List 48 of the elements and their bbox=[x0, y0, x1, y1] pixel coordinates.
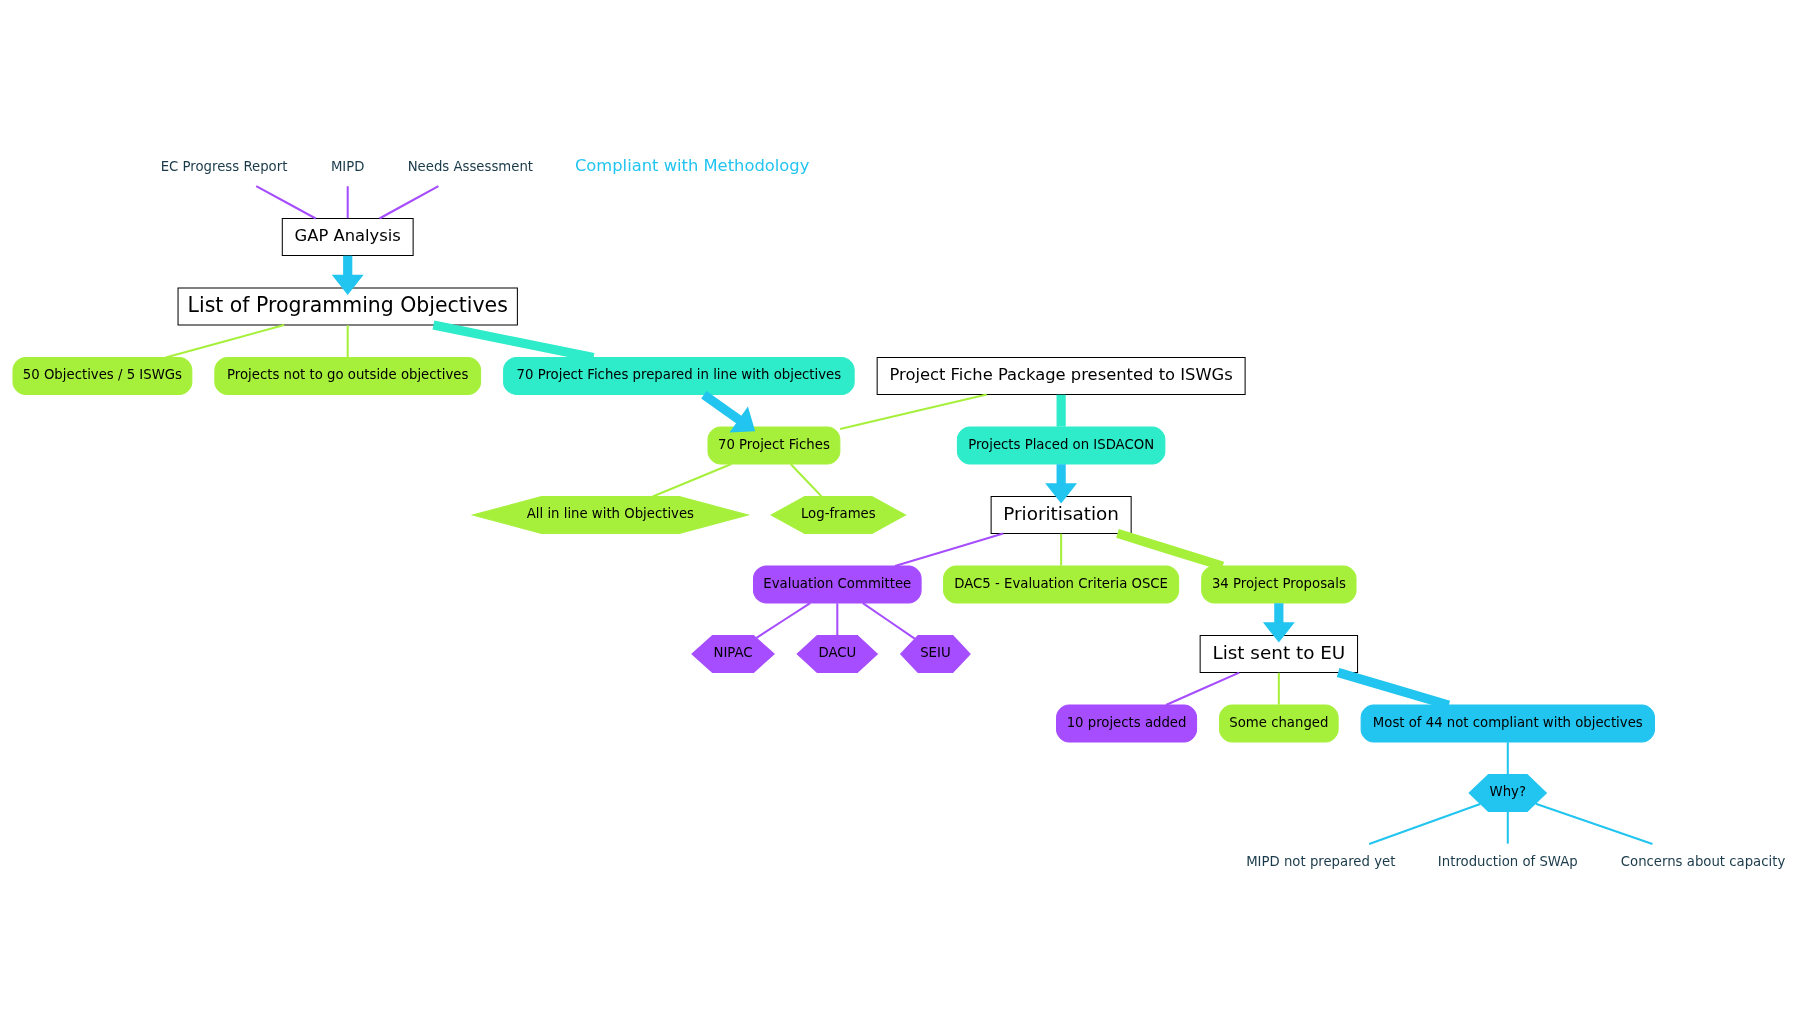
node-text: Concerns about capacity bbox=[1620, 853, 1786, 869]
arrow bbox=[331, 255, 364, 295]
connector bbox=[790, 463, 823, 497]
connector bbox=[346, 324, 349, 357]
node-box: 50 Objectives / 5 ISWGs bbox=[12, 356, 193, 395]
label: Compliant with Methodology bbox=[574, 155, 810, 175]
node-box: 70 Project Fiches bbox=[707, 426, 841, 464]
connector bbox=[1506, 741, 1509, 774]
connector bbox=[862, 601, 916, 640]
connector bbox=[1060, 533, 1063, 566]
node-box: Most of 44 not compliant with objectives bbox=[1360, 704, 1655, 742]
connector bbox=[836, 602, 839, 635]
connector bbox=[1368, 802, 1481, 845]
connector bbox=[894, 532, 1004, 567]
node-box: List of Programming Objectives bbox=[177, 287, 518, 325]
connector bbox=[346, 185, 349, 218]
connector bbox=[652, 462, 732, 497]
connector bbox=[1056, 394, 1066, 427]
node-box: 34 Project Proposals bbox=[1201, 565, 1357, 603]
node-box: 70 Project Fiches prepared in line with objectives bbox=[503, 356, 855, 395]
node-box: Prioritisation bbox=[990, 495, 1132, 534]
node-text: EC Progress Report bbox=[160, 158, 288, 174]
node-box: DAC5 - Evaluation Criteria OSCE bbox=[943, 565, 1180, 603]
node-box: GAP Analysis bbox=[281, 217, 414, 256]
arrow bbox=[1262, 602, 1295, 643]
node-box: Evaluation Committee bbox=[752, 565, 922, 603]
node-box: 10 projects added bbox=[1056, 704, 1198, 742]
node-text: MIPD not prepared yet bbox=[1246, 853, 1396, 869]
node-text: Introduction of SWAp bbox=[1437, 853, 1578, 869]
node-box: Some changed bbox=[1219, 704, 1339, 742]
connector bbox=[839, 392, 988, 430]
connector bbox=[1277, 672, 1280, 705]
arrow bbox=[1045, 463, 1078, 504]
arrow bbox=[701, 390, 756, 432]
node-box: Projects Placed on ISDACON bbox=[956, 426, 1166, 464]
connector bbox=[755, 601, 811, 639]
node-box: Project Fiche Package presented to ISWGs bbox=[876, 356, 1246, 395]
node-box: List sent to EU bbox=[1199, 634, 1359, 673]
connector bbox=[1506, 811, 1509, 844]
connector bbox=[1535, 802, 1653, 845]
connector bbox=[1116, 528, 1225, 570]
connector bbox=[165, 323, 285, 359]
connector bbox=[1165, 671, 1240, 706]
connector bbox=[378, 184, 439, 219]
node-box: Projects not to go outside objectives bbox=[214, 356, 482, 395]
node-text: MIPD bbox=[330, 158, 365, 174]
connector bbox=[255, 184, 317, 219]
node-text: Needs Assessment bbox=[407, 158, 534, 174]
